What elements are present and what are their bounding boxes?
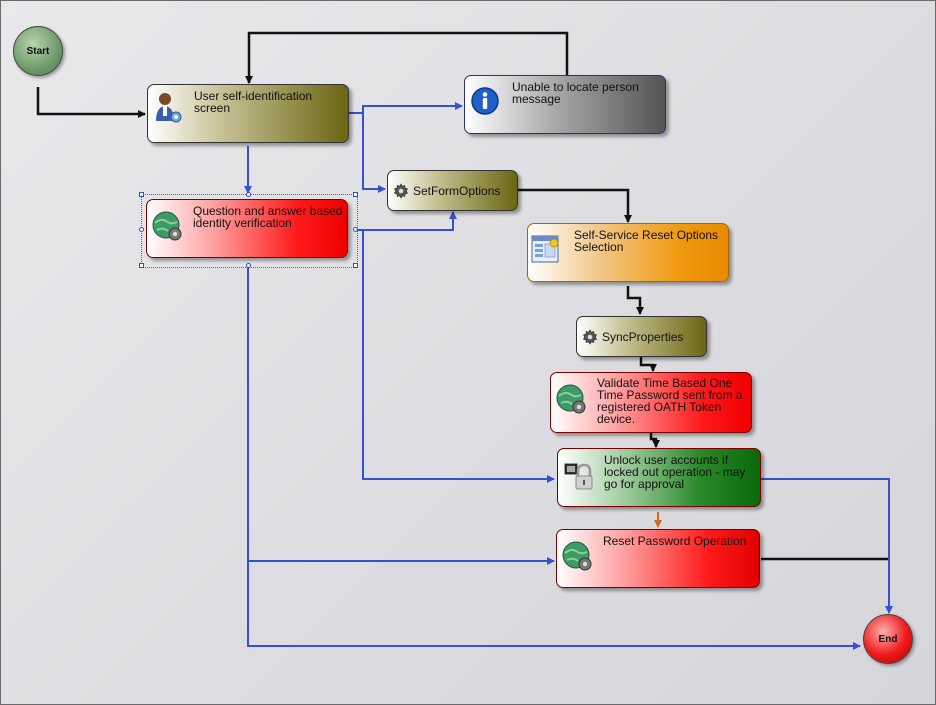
gear-icon [393, 183, 409, 201]
node-sync-properties[interactable]: SyncProperties [576, 316, 707, 357]
node-reset-options-selection[interactable]: Self-Service Reset Options Selection [527, 223, 729, 282]
node-label: Unlock user accounts if locked out opera… [604, 453, 746, 491]
node-reset-password[interactable]: Reset Password Operation [556, 529, 760, 588]
selection-handle[interactable] [139, 227, 144, 232]
node-label: Unable to locate person message [512, 80, 639, 106]
globe-gear-icon [151, 210, 183, 244]
connector-setform-to-reset-options [518, 188, 632, 223]
node-unlock-accounts[interactable]: Unlock user accounts if locked out opera… [557, 448, 761, 507]
node-label: User self-identification screen [194, 89, 313, 115]
connector-unlock-to-end [761, 478, 893, 614]
connector-validate-to-unlock [649, 433, 660, 448]
info-icon [470, 86, 500, 118]
node-user-self-identification[interactable]: User self-identification screen [147, 84, 349, 143]
connector-sync-to-validate [639, 356, 657, 372]
node-label: SetFormOptions [413, 184, 501, 198]
selection-handle[interactable] [139, 263, 144, 268]
gear-icon [582, 329, 598, 347]
node-unable-to-locate[interactable]: Unable to locate person message [464, 75, 666, 134]
connector-user-to-unable [349, 102, 463, 114]
connector-reset-options-to-sync [626, 286, 644, 315]
node-label: Reset Password Operation [603, 534, 747, 548]
selection-handle[interactable] [353, 263, 358, 268]
connector-user-to-setform [362, 113, 386, 193]
node-qa-verification[interactable]: Question and answer based identity verif… [146, 199, 348, 258]
selection-handle[interactable] [353, 227, 358, 232]
start-node[interactable]: Start [13, 26, 63, 76]
person-icon [153, 91, 183, 127]
selection-handle[interactable] [246, 263, 251, 268]
connector-unable-to-user [245, 31, 569, 84]
node-label: Self-Service Reset Options Selection [574, 228, 719, 254]
node-set-form-options[interactable]: SetFormOptions [387, 170, 518, 211]
lock-icon [563, 458, 593, 494]
end-label: End [878, 633, 898, 645]
node-validate-otp[interactable]: Validate Time Based One Time Password se… [550, 372, 752, 433]
node-label: Validate Time Based One Time Password se… [597, 376, 743, 426]
connector-qa-to-unlock [362, 230, 555, 483]
end-node[interactable]: End [863, 614, 913, 664]
connector-qa-to-setform [356, 211, 457, 231]
selection-handle[interactable] [246, 192, 251, 197]
globe-gear-icon [561, 540, 593, 574]
selection-handle[interactable] [139, 192, 144, 197]
globe-gear-icon [555, 383, 587, 417]
selection-handle[interactable] [353, 192, 358, 197]
connector-qa-to-end [247, 561, 861, 650]
connector-qa-to-reset [247, 266, 555, 565]
form-icon [530, 233, 564, 269]
node-label: Question and answer based identity verif… [193, 204, 343, 230]
connector-start-to-user [36, 87, 146, 118]
node-label: SyncProperties [602, 330, 684, 344]
start-label: Start [26, 45, 50, 57]
